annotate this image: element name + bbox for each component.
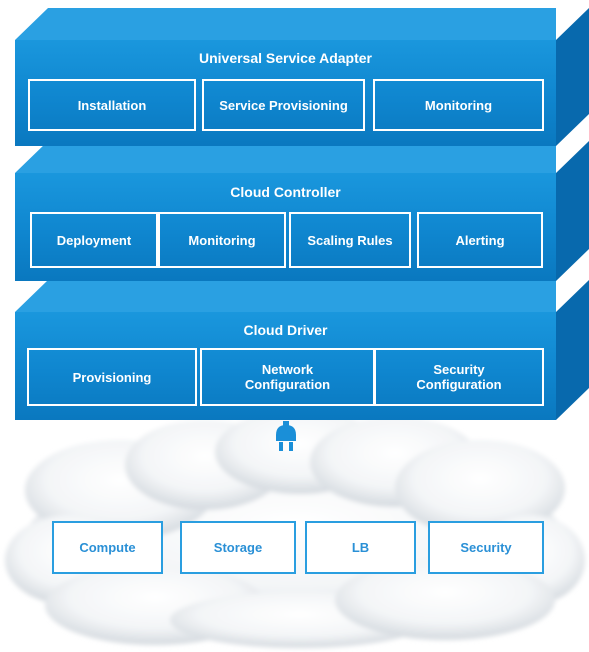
component-network-configuration: Network Configuration [200,348,375,406]
layer-title: Cloud Controller [230,184,341,200]
component-alerting: Alerting [417,212,543,268]
component-scaling-rules: Scaling Rules [289,212,411,268]
cloud-resource-compute: Compute [52,521,163,574]
layer-cloud-driver: Cloud Driver Provisioning Network Config… [15,280,589,420]
component-deployment: Deployment [30,212,158,268]
layer-top-face [15,8,556,40]
component-installation: Installation [28,79,196,131]
layer-side-face [556,8,589,146]
layer-top-face [15,280,556,312]
component-monitoring: Monitoring [373,79,544,131]
cloud-resource-security: Security [428,521,544,574]
component-security-configuration: Security Configuration [374,348,544,406]
layer-universal-service-adapter: Universal Service Adapter Installation S… [15,8,589,146]
layer-cloud-controller: Cloud Controller Deployment Monitoring S… [15,141,589,281]
cloud-resource-lb: LB [305,521,416,574]
layer-side-face [556,141,589,281]
layer-title: Universal Service Adapter [198,50,372,66]
component-monitoring: Monitoring [158,212,286,268]
layer-side-face [556,280,589,420]
component-provisioning: Provisioning [27,348,197,406]
layer-top-face [15,141,556,173]
cloud-resource-storage: Storage [180,521,296,574]
component-service-provisioning: Service Provisioning [202,79,365,131]
layer-title: Cloud Driver [243,322,328,338]
plug-icon [276,421,296,451]
